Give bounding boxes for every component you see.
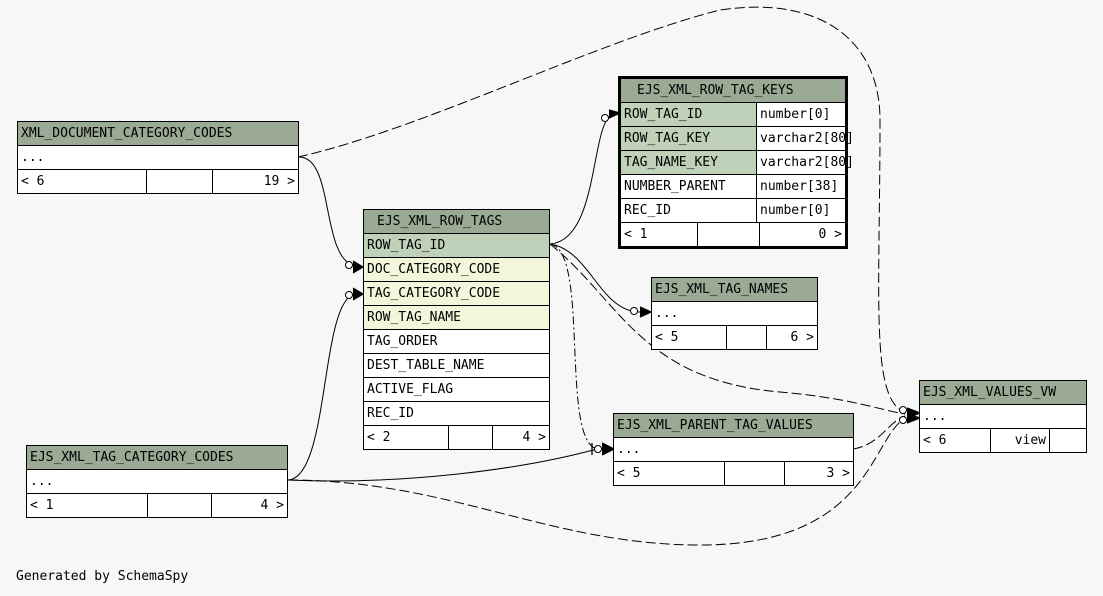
parent-count: < 1 [624,227,648,242]
table-ejs-xml-parent-tag-values[interactable]: EJS_XML_PARENT_TAG_VALUES ... < 5 3 > [613,413,854,486]
footer-spacer [726,326,766,349]
edge-tag-names [549,243,641,313]
column-type: varchar2[80] [756,151,854,174]
child-count: 0 > [759,223,845,246]
edge-view-from-tag-category [287,417,906,546]
table-footer: < 6 19 > [18,170,298,193]
table-xml-document-category-codes[interactable]: XML_DOCUMENT_CATEGORY_CODES ... < 6 19 > [17,121,299,194]
column-type: number[0] [756,199,845,222]
column-row-tag-key: ROW_TAG_KEY [621,127,756,150]
table-title: EJS_XML_TAG_NAMES [652,278,817,302]
table-footer: < 6 view [920,429,1086,452]
table-footer: < 5 3 > [614,462,853,485]
parent-count: < 6 [21,174,45,189]
parent-count: < 2 [367,430,391,445]
footer-spacer [448,426,492,449]
edge-end-tag-names [630,307,638,315]
table-body: ... [30,474,54,489]
edge-parent-from-tag-category [287,448,598,482]
table-body: ... [617,442,641,457]
table-title: EJS_XML_VALUES_VW [920,381,1086,405]
column-row-tag-name: ROW_TAG_NAME [364,306,549,329]
table-body: ... [655,306,679,321]
edge-tag-category [287,293,356,481]
column-tag-category-code: TAG_CATEGORY_CODE [364,282,549,305]
column-tag-name-key: TAG_NAME_KEY [621,151,756,174]
table-footer: < 1 4 > [27,494,287,517]
table-ejs-xml-tag-category-codes[interactable]: EJS_XML_TAG_CATEGORY_CODES ... < 1 4 > [26,445,288,518]
column-type: varchar2[80] [756,127,854,150]
edge-end-view-b [899,416,907,424]
edge-row-tag-keys [549,114,614,245]
column-rec-id: REC_ID [367,406,414,421]
crowfoot-tag-names [639,306,653,318]
table-ejs-xml-row-tags[interactable]: EJS_XML_ROW_TAGS ROW_TAG_ID DOC_CATEGORY… [363,209,550,450]
parent-count: < 6 [923,433,947,448]
footer-spacer [1049,429,1086,452]
crowfoot-doc-category [352,260,365,274]
table-title: EJS_XML_ROW_TAGS [364,210,549,234]
column-tag-order: TAG_ORDER [367,334,438,349]
edge-end-parent [594,445,602,453]
table-ejs-xml-values-vw[interactable]: EJS_XML_VALUES_VW ... < 6 view [919,380,1087,453]
edge-view-from-row-tags [549,243,906,415]
table-footer: < 1 0 > [621,223,845,246]
column-type: number[0] [756,103,845,126]
edge-doc-category [297,156,356,267]
column-rec-id: REC_ID [624,203,671,218]
edge-parent-from-row-tags [549,243,598,450]
child-count: 19 > [212,170,298,193]
view-label: view [990,429,1049,452]
edge-end-doc-category [345,261,353,269]
parent-count: < 5 [617,466,641,481]
table-footer: < 2 4 > [364,426,549,449]
footer-spacer [724,462,784,485]
table-title: EJS_XML_PARENT_TAG_VALUES [614,414,853,438]
edge-end-view-a [899,406,907,414]
table-ejs-xml-row-tag-keys[interactable]: EJS_XML_ROW_TAG_KEYS ROW_TAG_ID number[0… [618,76,854,249]
edge-end-tag-category [345,291,353,299]
child-count: 6 > [766,326,817,349]
column-type: number[38] [756,175,845,198]
table-body: ... [923,409,947,424]
column-doc-category-code: DOC_CATEGORY_CODE [364,258,549,281]
child-count: 4 > [211,494,287,517]
column-dest-table-name: DEST_TABLE_NAME [367,358,485,373]
generated-by-note: Generated by SchemaSpy [16,569,189,584]
child-count: 3 > [784,462,853,485]
footer-spacer [147,494,211,517]
table-title: XML_DOCUMENT_CATEGORY_CODES [18,122,298,146]
parent-count: < 5 [655,330,679,345]
table-ejs-xml-tag-names[interactable]: EJS_XML_TAG_NAMES ... < 5 6 > [651,277,818,350]
footer-spacer [697,223,759,246]
footer-spacer [146,170,212,193]
parent-count: < 1 [30,498,54,513]
crowfoot-tag-category [352,287,365,301]
column-number-parent: NUMBER_PARENT [624,179,726,194]
table-title: EJS_XML_ROW_TAG_KEYS [621,79,845,103]
column-row-tag-id: ROW_TAG_ID [621,103,756,126]
edge-view-from-parent [852,415,906,450]
table-body: ... [21,150,45,165]
edge-view-from-doc-category [297,6,906,413]
column-row-tag-id: ROW_TAG_ID [364,234,549,257]
column-active-flag: ACTIVE_FLAG [367,382,454,397]
edge-end-row-tag-keys [601,114,609,122]
table-footer: < 5 6 > [652,326,817,349]
child-count: 4 > [492,426,549,449]
table-title: EJS_XML_TAG_CATEGORY_CODES [27,446,287,470]
